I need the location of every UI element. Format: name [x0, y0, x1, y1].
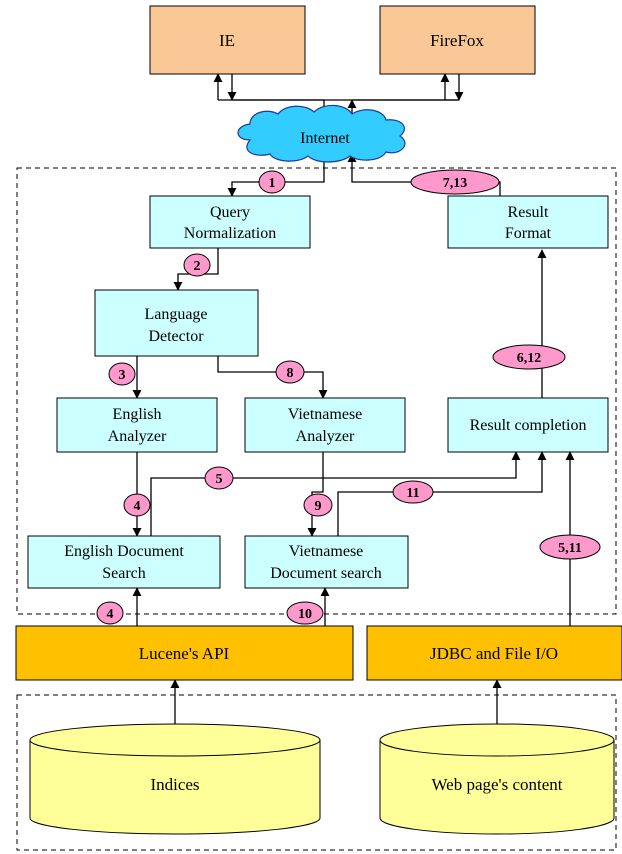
svg-text:2: 2 — [194, 259, 201, 274]
language-detector-line1: Language — [144, 306, 207, 323]
step-badge-3: 3 — [108, 362, 136, 386]
internet-label: Internet — [300, 130, 350, 147]
query-normalization-line2: Normalization — [184, 225, 276, 242]
english-analyzer-line1: English — [113, 406, 162, 423]
storage-boundary — [16, 694, 617, 851]
vietnamese-analyzer-line1: Vietnamese — [288, 406, 363, 423]
vietnamese-analyzer-line2: Analyzer — [296, 428, 355, 445]
step-badges: 1 7,13 2 3 8 6,12 5 4 — [96, 169, 601, 625]
step-badge-10: 10 — [286, 601, 324, 625]
english-document-search-line2: Search — [102, 565, 146, 582]
svg-text:11: 11 — [406, 486, 419, 501]
jdbc-file-io-label: JDBC and File I/O — [430, 644, 558, 663]
english-analyzer-box: English Analyzer — [56, 397, 218, 453]
step-badge-4-lower: 4 — [96, 601, 124, 625]
svg-text:5: 5 — [216, 472, 223, 487]
lucene-api-label: Lucene's API — [139, 644, 230, 663]
indices-store: Indices — [29, 723, 321, 835]
svg-text:10: 10 — [298, 607, 312, 622]
step-badge-5: 5 — [204, 466, 234, 490]
jdbc-file-io-box: JDBC and File I/O — [366, 625, 622, 681]
step-badge-9: 9 — [303, 493, 333, 517]
vietnamese-document-search-line1: Vietnamese — [289, 543, 364, 560]
query-normalization-line1: Query — [210, 204, 250, 221]
internet-cloud: Internet — [237, 104, 406, 163]
step-badge-6-12: 6,12 — [492, 344, 566, 370]
firefox-box: FireFox — [379, 5, 536, 75]
lucene-api-box: Lucene's API — [15, 625, 354, 681]
svg-text:1: 1 — [269, 176, 276, 191]
step-badge-5-11: 5,11 — [539, 534, 601, 560]
vietnamese-document-search-line2: Document search — [270, 565, 382, 582]
step-badge-7-13: 7,13 — [410, 169, 500, 195]
vietnamese-document-search-box: Vietnamese Document search — [244, 535, 409, 589]
svg-text:7,13: 7,13 — [443, 176, 468, 191]
english-analyzer-line2: Analyzer — [108, 428, 167, 445]
web-content-label: Web page's content — [431, 775, 562, 794]
svg-text:4: 4 — [107, 607, 114, 622]
step-badge-1: 1 — [258, 170, 286, 194]
svg-text:6,12: 6,12 — [517, 351, 542, 366]
indices-label: Indices — [150, 775, 199, 794]
svg-text:4: 4 — [134, 499, 141, 514]
language-detector-line2: Detector — [148, 328, 204, 345]
result-completion-box: Result completion — [447, 397, 609, 453]
step-badge-11: 11 — [392, 480, 434, 504]
english-document-search-line1: English Document — [64, 543, 184, 560]
step-badge-8: 8 — [275, 360, 305, 384]
svg-text:9: 9 — [315, 499, 322, 514]
svg-text:5,11: 5,11 — [558, 541, 582, 556]
result-completion-label: Result completion — [470, 417, 587, 434]
web-content-store: Web page's content — [379, 723, 615, 835]
vietnamese-analyzer-box: Vietnamese Analyzer — [244, 397, 406, 453]
svg-text:8: 8 — [287, 366, 294, 381]
result-format-box: Result Format — [447, 195, 609, 249]
english-document-search-box: English Document Search — [27, 535, 221, 589]
step-badge-2: 2 — [183, 253, 211, 277]
step-badge-4-upper: 4 — [123, 493, 151, 517]
ie-box: IE — [149, 5, 306, 75]
result-format-line2: Format — [505, 225, 552, 242]
result-format-line1: Result — [508, 204, 549, 221]
language-detector-box: Language Detector — [94, 289, 259, 357]
query-normalization-box: Query Normalization — [149, 195, 311, 249]
ie-label: IE — [219, 31, 235, 50]
svg-text:3: 3 — [119, 368, 126, 383]
firefox-label: FireFox — [430, 31, 484, 50]
